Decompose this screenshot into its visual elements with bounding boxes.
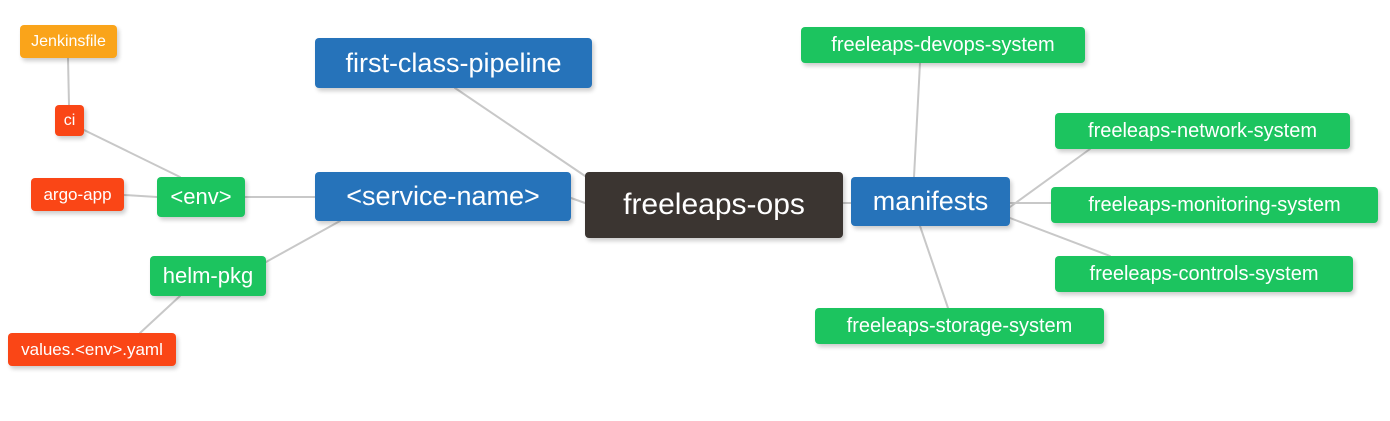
- node-manifests[interactable]: manifests: [851, 177, 1010, 226]
- node-label-manifests: manifests: [872, 186, 989, 216]
- node-label-argo-app: argo-app: [43, 185, 112, 204]
- node-root[interactable]: freeleaps-ops: [585, 172, 843, 238]
- node-label-freeleaps-controls-system: freeleaps-controls-system: [1089, 263, 1319, 285]
- edge-service-name-to-helm-pkg: [265, 220, 341, 263]
- edge-root-to-first-class-pipeline: [454, 87, 589, 179]
- node-label-freeleaps-storage-system: freeleaps-storage-system: [846, 315, 1073, 337]
- node-label-freeleaps-devops-system: freeleaps-devops-system: [831, 34, 1055, 56]
- node-freeleaps-network-system[interactable]: freeleaps-network-system: [1055, 113, 1350, 149]
- node-freeleaps-controls-system[interactable]: freeleaps-controls-system: [1055, 256, 1353, 292]
- node-label-values-yaml: values.<env>.yaml: [21, 340, 163, 359]
- node-ci[interactable]: ci: [55, 105, 84, 136]
- node-label-freeleaps-monitoring-system: freeleaps-monitoring-system: [1088, 194, 1341, 216]
- node-label-root: freeleaps-ops: [623, 188, 805, 221]
- node-freeleaps-storage-system[interactable]: freeleaps-storage-system: [815, 308, 1104, 344]
- node-label-jenkinsfile: Jenkinsfile: [31, 32, 106, 50]
- node-env[interactable]: <env>: [157, 177, 245, 217]
- node-label-freeleaps-network-system: freeleaps-network-system: [1088, 120, 1317, 142]
- node-service-name[interactable]: <service-name>: [315, 172, 571, 221]
- edge-manifests-to-freeleaps-storage-system: [919, 225, 949, 309]
- node-label-service-name: <service-name>: [346, 181, 540, 211]
- node-label-env: <env>: [170, 184, 232, 209]
- edge-env-to-ci: [83, 129, 181, 178]
- node-freeleaps-devops-system[interactable]: freeleaps-devops-system: [801, 27, 1085, 63]
- node-jenkinsfile[interactable]: Jenkinsfile: [20, 25, 117, 58]
- edge-root-to-service-name: [570, 197, 586, 204]
- edge-helm-pkg-to-values-yaml: [139, 295, 181, 334]
- edge-manifests-to-freeleaps-devops-system: [913, 62, 921, 178]
- node-freeleaps-monitoring-system[interactable]: freeleaps-monitoring-system: [1051, 187, 1378, 223]
- node-first-class-pipeline[interactable]: first-class-pipeline: [315, 38, 592, 88]
- node-label-helm-pkg: helm-pkg: [162, 263, 254, 288]
- node-argo-app[interactable]: argo-app: [31, 178, 124, 211]
- node-values-yaml[interactable]: values.<env>.yaml: [8, 333, 176, 366]
- node-helm-pkg[interactable]: helm-pkg: [150, 256, 266, 296]
- edge-env-to-argo-app: [123, 194, 158, 198]
- edge-ci-to-jenkinsfile: [67, 57, 70, 106]
- node-label-first-class-pipeline: first-class-pipeline: [345, 47, 562, 78]
- node-label-ci: ci: [63, 111, 76, 129]
- edge-manifests-to-freeleaps-controls-system: [1009, 217, 1111, 257]
